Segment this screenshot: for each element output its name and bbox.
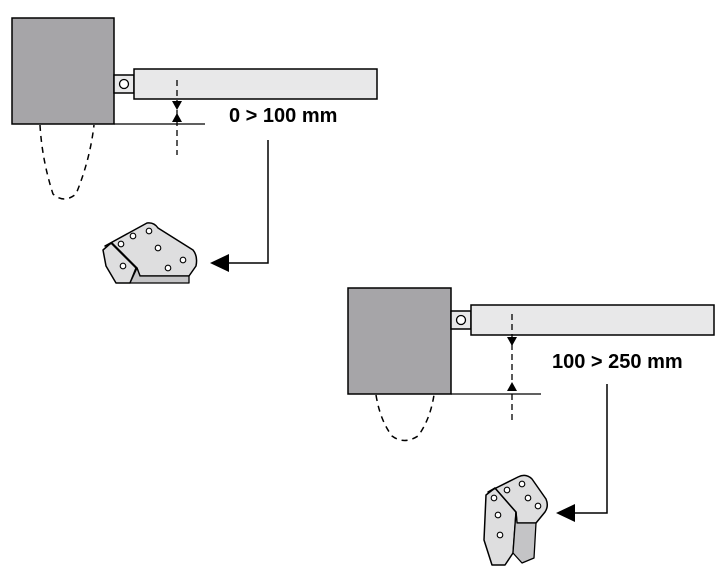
motor-body xyxy=(11,17,115,125)
dimension-arrow-up xyxy=(172,113,182,122)
motor-foot-outline xyxy=(39,124,95,200)
leader-arrow xyxy=(210,254,229,272)
range-label: 100 > 250 mm xyxy=(552,351,683,373)
gate-arm xyxy=(470,304,715,336)
config-low-mount: 0 > 100 mm xyxy=(11,17,378,284)
pivot-hole xyxy=(118,78,130,90)
dimension-arrow-up xyxy=(507,382,517,391)
config-high-mount: 100 > 250 mm xyxy=(347,287,715,566)
range-label: 0 > 100 mm xyxy=(229,105,337,127)
pivot-hole xyxy=(455,314,467,326)
tall-bracket-icon xyxy=(483,474,549,566)
leader-line xyxy=(228,140,269,264)
dimension-arrow-down xyxy=(507,337,517,346)
dimension-arrow-down xyxy=(172,101,182,110)
motor-body xyxy=(347,287,452,395)
gate-arm xyxy=(133,68,378,100)
leader-line xyxy=(574,384,608,514)
short-bracket-icon xyxy=(102,222,198,284)
leader-arrow xyxy=(556,504,575,522)
motor-foot-outline xyxy=(375,394,435,442)
